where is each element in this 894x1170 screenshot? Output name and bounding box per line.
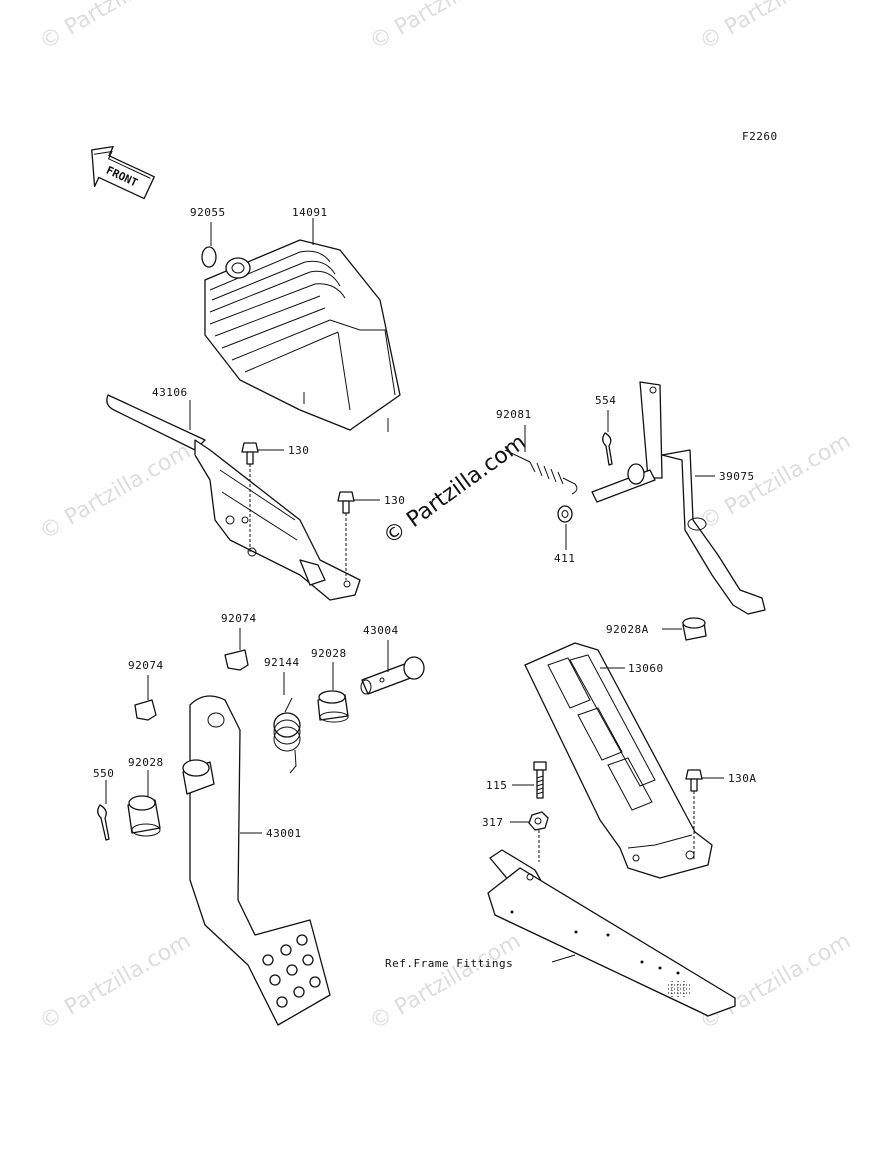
bushing-92028-a — [317, 662, 349, 723]
partzilla-watermark: © Partzilla.com — [379, 430, 531, 550]
part-label-550: 550 — [93, 767, 114, 780]
part-label-411: 411 — [554, 552, 575, 565]
watermark-layer: © Partzilla.com © Partzilla.com © Partzi… — [36, 0, 856, 1035]
part-label-14091: 14091 — [292, 206, 328, 219]
bushing-92028A — [662, 617, 707, 641]
bolt-130A — [685, 769, 724, 860]
watermark-text: © Partzilla.com — [696, 929, 856, 1036]
part-label-115: 115 — [486, 779, 507, 792]
part-label-13060: 13060 — [628, 662, 664, 675]
linkage-rod-39075 — [591, 381, 766, 615]
watermark-text: © Partzilla.com — [366, 929, 526, 1036]
part-label-130A: 130A — [728, 772, 757, 785]
part-label-92144: 92144 — [264, 656, 300, 669]
bolt-130-a — [241, 442, 284, 552]
watermark-text: © Partzilla.com — [696, 0, 856, 55]
part-label-43004: 43004 — [363, 624, 399, 637]
part-label-92055: 92055 — [190, 206, 226, 219]
watermark-text: © Partzilla.com — [366, 0, 526, 55]
watermark-text: © Partzilla.com — [36, 439, 196, 546]
watermark-text: © Partzilla.com — [36, 929, 196, 1036]
brake-pedal-43001 — [182, 695, 331, 1026]
part-label-92074-a: 92074 — [221, 612, 257, 625]
part-label-92081: 92081 — [496, 408, 532, 421]
part-label-92028-b: 92028 — [128, 756, 164, 769]
cap-92074-a — [224, 628, 249, 671]
figure-code: F2260 — [742, 130, 778, 143]
part-label-92028-a: 92028 — [311, 647, 347, 660]
part-label-130-b: 130 — [384, 494, 405, 507]
frame-fittings — [487, 849, 736, 1017]
nut-317 — [510, 811, 549, 862]
front-arrow-icon: FRONT — [91, 145, 155, 200]
part-label-92028A: 92028A — [606, 623, 649, 636]
part-label-92074-b: 92074 — [128, 659, 164, 672]
washer-411 — [557, 505, 573, 550]
part-label-43001: 43001 — [266, 827, 302, 840]
bushing-92028-b — [127, 770, 161, 837]
boot-cover-14091 — [204, 218, 401, 432]
cotter-pin-554 — [602, 410, 613, 466]
bolt-115 — [512, 761, 547, 799]
bolt-130-b — [337, 491, 380, 580]
part-label-ref-frame: Ref.Frame Fittings — [385, 957, 513, 970]
torsion-spring-92144 — [273, 672, 301, 774]
part-label-554: 554 — [595, 394, 616, 407]
shaft-pin-43004 — [360, 640, 425, 695]
accelerator-pedal-13060 — [524, 642, 713, 879]
cotter-pin-550 — [97, 780, 110, 841]
part-label-39075: 39075 — [719, 470, 755, 483]
hand-brake-lever-43106 — [106, 394, 361, 601]
o-ring-92055 — [201, 222, 217, 268]
part-label-130-a: 130 — [288, 444, 309, 457]
cap-92074-b — [134, 675, 157, 721]
part-label-43106: 43106 — [152, 386, 188, 399]
part-label-317: 317 — [482, 816, 503, 829]
watermark-text: © Partzilla.com — [36, 0, 196, 55]
spring-92081 — [504, 425, 578, 495]
